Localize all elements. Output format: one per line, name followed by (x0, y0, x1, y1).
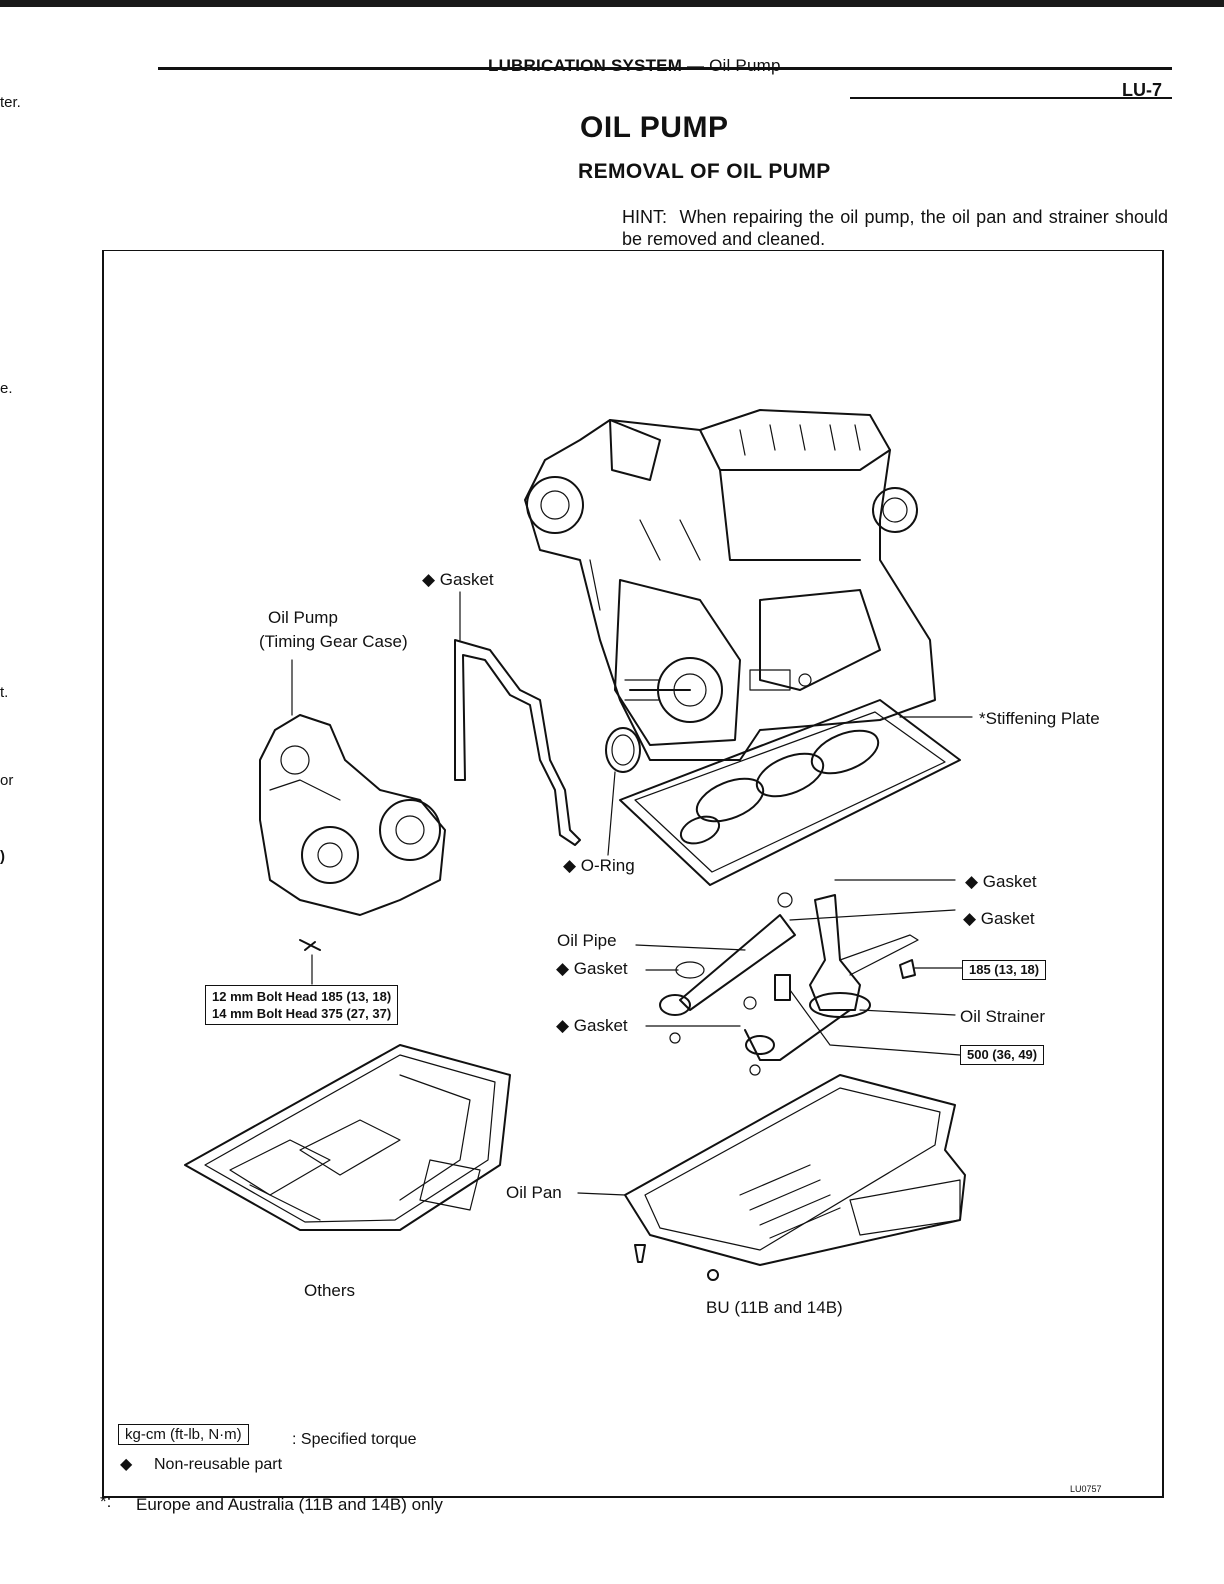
hint-text: When repairing the oil pump, the oil pan… (622, 207, 1168, 249)
diagram-frame (102, 250, 1164, 1498)
running-header: LUBRICATION SYSTEM — Oil Pump (488, 56, 781, 76)
page-number: LU-7 (1122, 80, 1162, 100)
label-oil-strainer: Oil Strainer (960, 1007, 1046, 1026)
label-gasket-right-1: ◆ Gasket (965, 872, 1037, 891)
label-gasket-right-2: ◆ Gasket (963, 909, 1035, 928)
label-oil-pan: Oil Pan (506, 1183, 562, 1202)
header-rule-right (850, 97, 1172, 99)
label-oil-pipe: Oil Pipe (557, 931, 617, 950)
engine-block-drawing (524, 409, 936, 761)
legend-nonreusable-text: Non-reusable part (154, 1456, 283, 1473)
margin-fragment: or (0, 772, 14, 789)
stiffening-plate-drawing (619, 699, 973, 886)
torque-spec-pipe-bolt: 500 (36, 49) (960, 1045, 1045, 1065)
hint-label: HINT: (622, 207, 667, 227)
header-dash: — (682, 56, 710, 75)
margin-fragment: ) (0, 848, 5, 865)
oil-pan-bu-drawing (577, 1074, 966, 1281)
margin-fragment: t. (0, 684, 9, 701)
left-margin-fragments: ter. e. t. or ) (0, 0, 40, 1584)
label-others: Others (304, 1281, 356, 1300)
legend-torque-box: kg-cm (ft-lb, N·m) (118, 1424, 249, 1445)
oil-pan-others-drawing (184, 1044, 511, 1231)
header-section: LUBRICATION SYSTEM (488, 56, 683, 75)
margin-fragment: ter. (0, 94, 21, 111)
top-edge-band (0, 0, 1224, 7)
footnote-text: Europe and Australia (11B and 14B) only (136, 1495, 443, 1514)
label-bu-variant: BU (11B and 14B) (706, 1298, 843, 1317)
hint-paragraph: HINT: When repairing the oil pump, the o… (622, 206, 1168, 250)
legend-nonreusable-symbol: ◆ (120, 1456, 133, 1473)
label-oil-pump: Oil Pump (268, 608, 338, 627)
section-subtitle: REMOVAL OF OIL PUMP (578, 160, 831, 183)
label-timing-gear-case: (Timing Gear Case) (259, 632, 408, 651)
label-stiffening-plate: *Stiffening Plate (979, 709, 1100, 728)
torque-spec-strainer-bolt: 185 (13, 18) (962, 960, 1047, 980)
torque-spec-14mm: 14 mm Bolt Head 375 (27, 37) (212, 1006, 392, 1021)
page-title: OIL PUMP (580, 111, 729, 144)
label-o-ring: ◆ O-Ring (563, 856, 635, 875)
o-ring-drawing (605, 727, 641, 856)
torque-spec-timing-bolts: 12 mm Bolt Head 185 (13, 18) 14 mm Bolt … (205, 985, 399, 1025)
figure-reference: LU0757 (1070, 1484, 1102, 1494)
timing-gear-case-drawing (259, 659, 446, 985)
header-subsection: Oil Pump (709, 56, 781, 75)
oil-strainer-drawing (635, 879, 963, 1076)
header-rule (158, 67, 1172, 70)
margin-fragment: e. (0, 380, 13, 397)
legend-torque-text: : Specified torque (292, 1431, 417, 1448)
label-gasket-timing: ◆ Gasket (422, 570, 494, 589)
footnote-mark: *: (100, 1492, 112, 1511)
timing-gasket-drawing (454, 591, 581, 846)
label-gasket-lower: ◆ Gasket (556, 1016, 628, 1035)
label-gasket-pipe: ◆ Gasket (556, 959, 628, 978)
torque-spec-12mm: 12 mm Bolt Head 185 (13, 18) (212, 989, 392, 1004)
